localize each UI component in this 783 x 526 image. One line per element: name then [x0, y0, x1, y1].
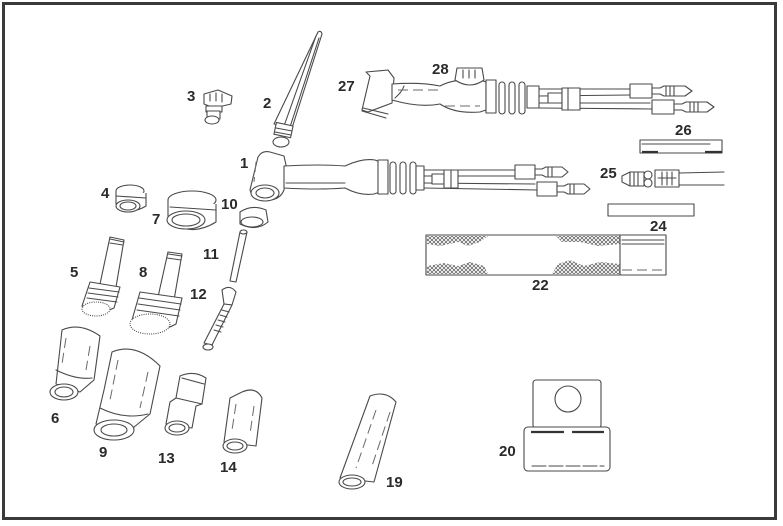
label-part-12: 12 — [190, 286, 207, 303]
part-2-long-back-cap — [272, 30, 323, 148]
part-10-heat-shield — [239, 206, 269, 229]
part-5-gas-lens-small — [81, 236, 125, 317]
part-12-collet-body — [202, 286, 237, 351]
part-28-gas-valve-knob — [454, 67, 485, 86]
part-7-insulator-large — [166, 190, 217, 231]
label-part-5: 5 — [70, 264, 78, 281]
label-part-19: 19 — [386, 474, 403, 491]
label-part-8: 8 — [139, 264, 147, 281]
part-13-alumina-nozzle-stepped — [164, 372, 207, 436]
label-part-4: 4 — [101, 185, 110, 202]
label-part-13: 13 — [158, 450, 175, 467]
part-8-gas-lens-large — [129, 251, 183, 335]
part-labels: 1 2 3 4 5 6 7 8 9 10 11 12 13 14 19 20 2… — [51, 61, 692, 491]
label-part-6: 6 — [51, 410, 59, 427]
part-19-long-nozzle — [338, 393, 397, 490]
label-part-3: 3 — [187, 88, 195, 105]
label-part-2: 2 — [263, 95, 271, 112]
part-14-alumina-nozzle — [222, 389, 263, 454]
part-1-torch-body-large — [249, 151, 591, 202]
part-4-insulator-small — [115, 184, 147, 213]
label-part-28: 28 — [432, 61, 449, 78]
label-part-22: 22 — [532, 277, 549, 294]
label-part-7: 7 — [152, 211, 160, 228]
label-part-11: 11 — [203, 246, 219, 263]
label-part-14: 14 — [220, 459, 237, 476]
part-11-collet — [229, 229, 248, 283]
part-24-hose — [607, 203, 695, 217]
part-6-gas-lens-cup-small — [49, 326, 101, 401]
part-9-gas-lens-cup-large — [93, 348, 161, 441]
label-part-26: 26 — [675, 122, 692, 139]
label-part-20: 20 — [499, 443, 516, 460]
part-25-power-cable-adaptor — [621, 169, 725, 188]
label-part-9: 9 — [99, 444, 107, 461]
label-part-25: 25 — [600, 165, 617, 182]
part-22-cable-cover — [425, 234, 667, 276]
label-part-1: 1 — [240, 155, 248, 172]
part-3-short-back-cap — [203, 89, 233, 125]
label-part-24: 24 — [650, 218, 667, 235]
part-26-gas-hose — [639, 139, 723, 154]
part-27-torch-body-valve — [361, 69, 715, 119]
label-part-10: 10 — [221, 196, 238, 213]
label-part-27: 27 — [338, 78, 355, 95]
part-20-cable-tag — [523, 379, 611, 472]
